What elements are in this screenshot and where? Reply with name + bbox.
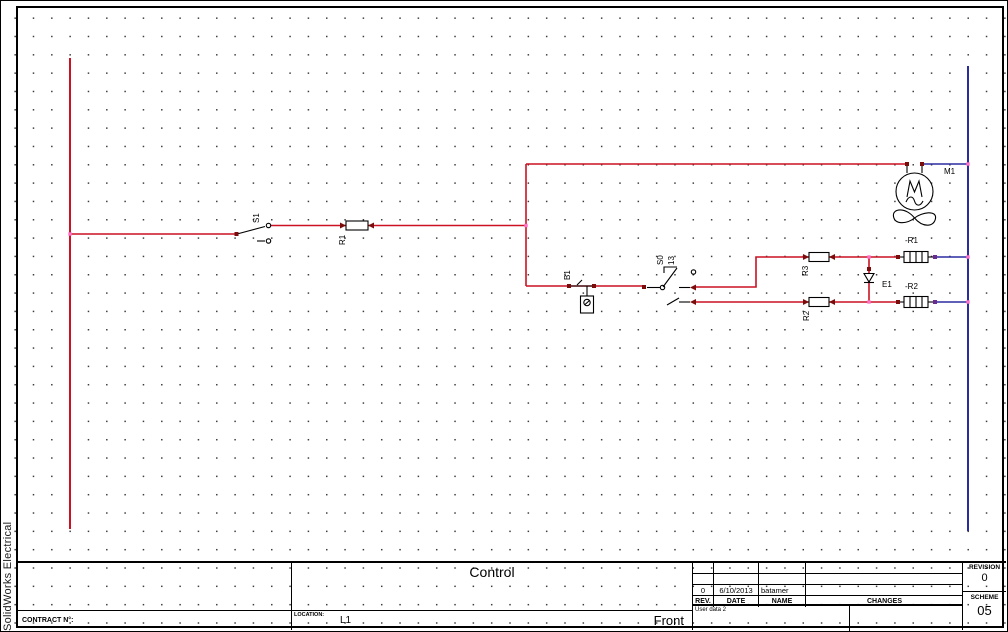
title-block-empty-cell — [16, 561, 292, 611]
rev-header: NAME — [759, 596, 806, 607]
revision-table: 0 6/10/2013 batamer REV. DATE NAME CHANG… — [692, 561, 963, 607]
sheet-title: Control — [292, 561, 692, 611]
switch-s1-symbol[interactable] — [236, 222, 272, 244]
rev-name: batamer — [759, 585, 806, 596]
label-r1: R1 — [338, 234, 347, 245]
user-data-divider — [849, 606, 850, 631]
rev-cell — [693, 574, 714, 585]
resistor-r3-symbol[interactable] — [803, 251, 835, 263]
rev-cell — [714, 563, 759, 574]
location-value: L1 — [340, 615, 352, 626]
coil-r1-symbol[interactable] — [898, 250, 935, 264]
junction-dots — [68, 162, 970, 304]
label-r2: R2 — [802, 310, 811, 321]
rev-header: REV. — [693, 596, 714, 607]
connection-points — [234, 162, 937, 304]
revision-label: REVISION — [968, 564, 1001, 571]
red-wires[interactable] — [70, 163, 907, 303]
scheme-box: SCHEME 05 — [962, 592, 1006, 630]
sheet-border — [16, 6, 1004, 628]
scheme-value: 05 — [977, 603, 992, 618]
label-relay-r2: -R2 — [905, 282, 918, 291]
scheme-label: SCHEME — [970, 594, 999, 601]
rev-value: 0 — [693, 585, 714, 596]
coil-r2-symbol[interactable] — [898, 295, 935, 309]
user-data-cell: User data 2 — [692, 605, 962, 631]
revision-box: REVISION 0 — [962, 561, 1006, 592]
diode-e1-symbol[interactable] — [863, 272, 875, 284]
rev-cell — [693, 563, 714, 574]
orientation-value: Front — [653, 613, 684, 628]
user-data-label: User data 2 — [695, 607, 727, 613]
rev-cell — [806, 574, 963, 585]
label-e1: E1 — [882, 280, 892, 289]
rev-cell — [714, 574, 759, 585]
revision-value: 0 — [981, 572, 988, 584]
label-relay-r1: -R1 — [905, 236, 918, 245]
resistor-r2-symbol[interactable] — [803, 296, 835, 308]
resistor-r1-symbol[interactable] — [340, 220, 374, 231]
label-b1: B1 — [563, 270, 572, 280]
location-cell: LOCATION: L1 Front — [292, 611, 692, 630]
location-label: LOCATION: — [294, 612, 325, 618]
rev-cell — [759, 574, 806, 585]
rev-changes — [806, 585, 963, 596]
rev-cell — [806, 563, 963, 574]
device-b1-symbol[interactable] — [569, 279, 595, 314]
rev-header: DATE — [714, 596, 759, 607]
rev-header: CHANGES — [866, 598, 902, 605]
blue-wires[interactable] — [922, 163, 968, 303]
pushbutton-s0-symbol[interactable] — [647, 266, 697, 306]
label-r3: R3 — [801, 265, 810, 276]
contract-label: CONTRACT N°: — [16, 611, 292, 630]
label-m1: M1 — [944, 167, 956, 176]
rev-cell — [759, 563, 806, 574]
label-s1: S1 — [252, 213, 261, 223]
motor-m1-symbol[interactable] — [892, 164, 937, 226]
label-s0: S0 — [656, 255, 665, 265]
rev-date: 6/10/2013 — [714, 585, 759, 596]
label-s0-contact: 13 — [667, 256, 676, 265]
